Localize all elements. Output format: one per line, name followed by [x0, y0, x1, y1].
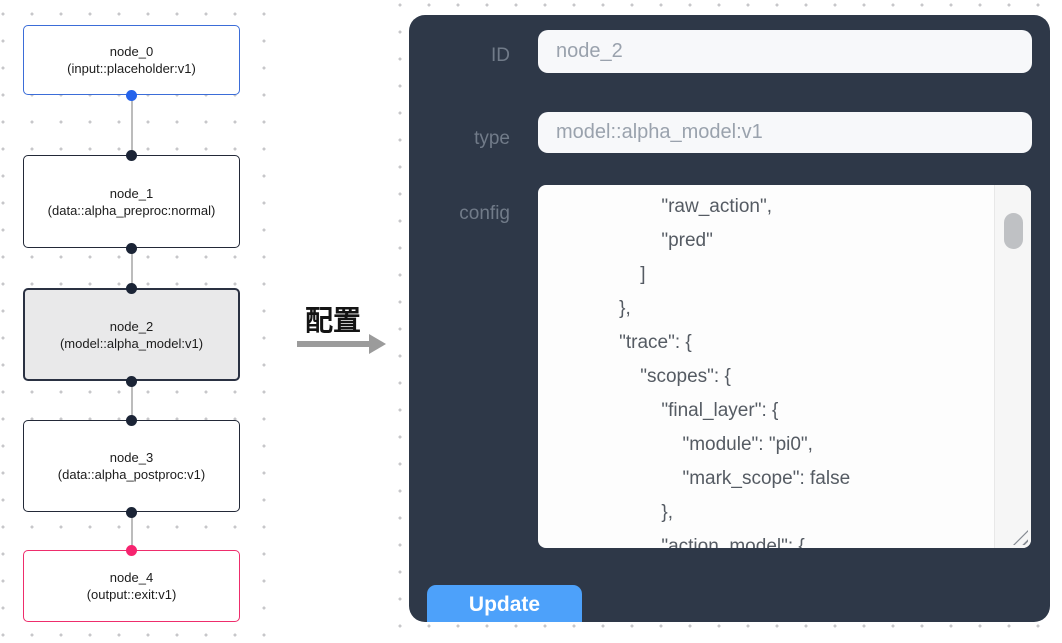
- node-type-label: (input::placeholder:v1): [67, 61, 196, 76]
- config-json-text[interactable]: "raw_action", "pred" ] }, "trace": { "sc…: [619, 196, 851, 548]
- edge-node3-node4: [131, 512, 133, 550]
- config-scrollbar-thumb[interactable]: [1004, 213, 1023, 249]
- flow-node-node_4[interactable]: node_4 (output::exit:v1): [23, 550, 240, 622]
- node-type-label: (model::alpha_model:v1): [59, 335, 204, 351]
- node-id-label: node_4: [109, 570, 154, 585]
- edge-node1-node2: [131, 248, 133, 288]
- node-type-label: (data::alpha_postproc:v1): [57, 467, 206, 482]
- right-arrow-icon: [297, 341, 371, 347]
- handle-node0-source[interactable]: [126, 90, 137, 101]
- config-textarea[interactable]: "raw_action", "pred" ] }, "trace": { "sc…: [538, 185, 1031, 548]
- flow-node-node_3[interactable]: node_3 (data::alpha_postproc:v1): [23, 420, 240, 512]
- handle-node2-target[interactable]: [126, 283, 137, 294]
- flow-node-node_0[interactable]: node_0 (input::placeholder:v1): [23, 25, 240, 95]
- node-type-label: (output::exit:v1): [86, 587, 177, 602]
- flow-canvas[interactable]: node_0 (input::placeholder:v1) node_1 (d…: [0, 0, 268, 643]
- id-field-label: ID: [491, 45, 510, 66]
- node-inspector-panel: ID type config "raw_action", "pred" ] },…: [409, 15, 1050, 622]
- flow-node-node_1[interactable]: node_1 (data::alpha_preproc:normal): [23, 155, 240, 248]
- handle-node4-target[interactable]: [126, 545, 137, 556]
- node-id-label: node_3: [109, 450, 154, 465]
- configure-annotation-label: 配置: [304, 305, 361, 336]
- node-id-label: node_2: [109, 318, 154, 334]
- update-button[interactable]: Update: [427, 585, 582, 622]
- config-scrollbar-track[interactable]: [994, 185, 1031, 548]
- config-field-label: config: [459, 203, 510, 224]
- handle-node3-source[interactable]: [126, 507, 137, 518]
- handle-node3-target[interactable]: [126, 415, 137, 426]
- edge-node0-node1: [131, 95, 133, 155]
- id-input[interactable]: [538, 30, 1032, 73]
- flow-node-node_2-selected[interactable]: node_2 (model::alpha_model:v1): [23, 288, 240, 381]
- handle-node1-source[interactable]: [126, 243, 137, 254]
- type-input[interactable]: [538, 112, 1032, 153]
- node-type-label: (data::alpha_preproc:normal): [47, 202, 216, 218]
- node-id-label: node_1: [109, 185, 154, 201]
- type-field-label: type: [474, 128, 510, 149]
- edge-node2-node3: [131, 381, 133, 420]
- handle-node2-source[interactable]: [126, 376, 137, 387]
- node-id-label: node_0: [109, 44, 154, 59]
- handle-node1-target[interactable]: [126, 150, 137, 161]
